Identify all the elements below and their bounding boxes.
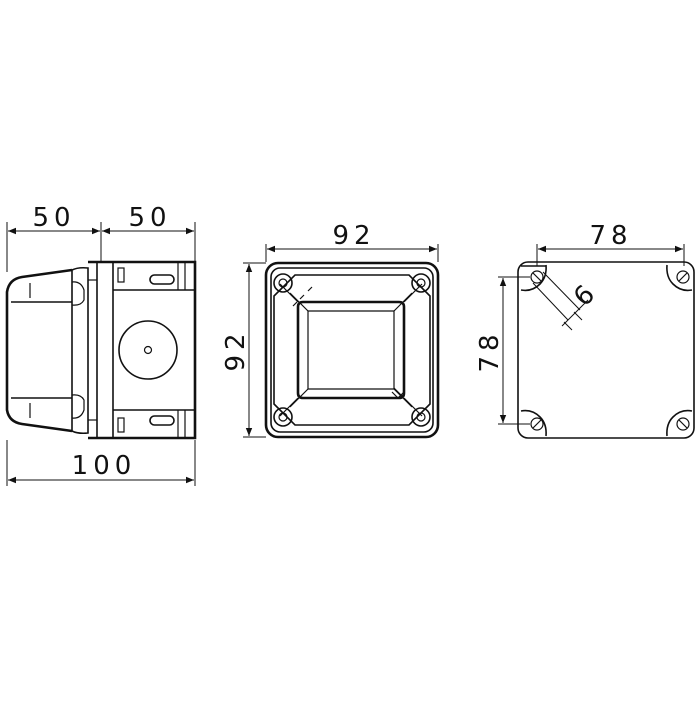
mount-hole-tl [530, 270, 544, 284]
mount-hole-tr [676, 270, 690, 284]
dim-side-right-label: 50 [128, 203, 171, 233]
front-screw-br [411, 407, 431, 427]
side-view: 50 50 [5, 203, 197, 486]
dim-mount-height: 78 [475, 276, 530, 425]
mounting-view: 78 78 6 [475, 221, 695, 439]
dim-mount-hole-label: 6 [568, 276, 604, 312]
front-view: 92 92 [221, 221, 440, 439]
dim-front-height: 92 [221, 262, 266, 438]
dim-side-total: 100 [6, 440, 196, 486]
dim-front-width-label: 92 [332, 221, 375, 251]
front-screw-tl [273, 273, 293, 293]
dim-side-left-label: 50 [32, 203, 75, 233]
side-cover [5, 266, 89, 435]
side-body [88, 260, 197, 440]
dim-side-top: 50 50 [6, 203, 196, 272]
dim-side-total-label: 100 [72, 451, 137, 481]
mount-hole-bl [530, 417, 544, 431]
front-screw-tr [411, 273, 431, 293]
dim-mount-width-label: 78 [589, 221, 632, 251]
dim-front-height-label: 92 [221, 328, 251, 371]
dim-mount-height-label: 78 [475, 329, 505, 372]
dim-mount-hole: 6 [532, 271, 605, 331]
mount-hole-br [676, 417, 690, 431]
front-screw-bl [273, 407, 293, 427]
dim-mount-width: 78 [536, 221, 685, 266]
dim-front-width: 92 [265, 221, 439, 262]
